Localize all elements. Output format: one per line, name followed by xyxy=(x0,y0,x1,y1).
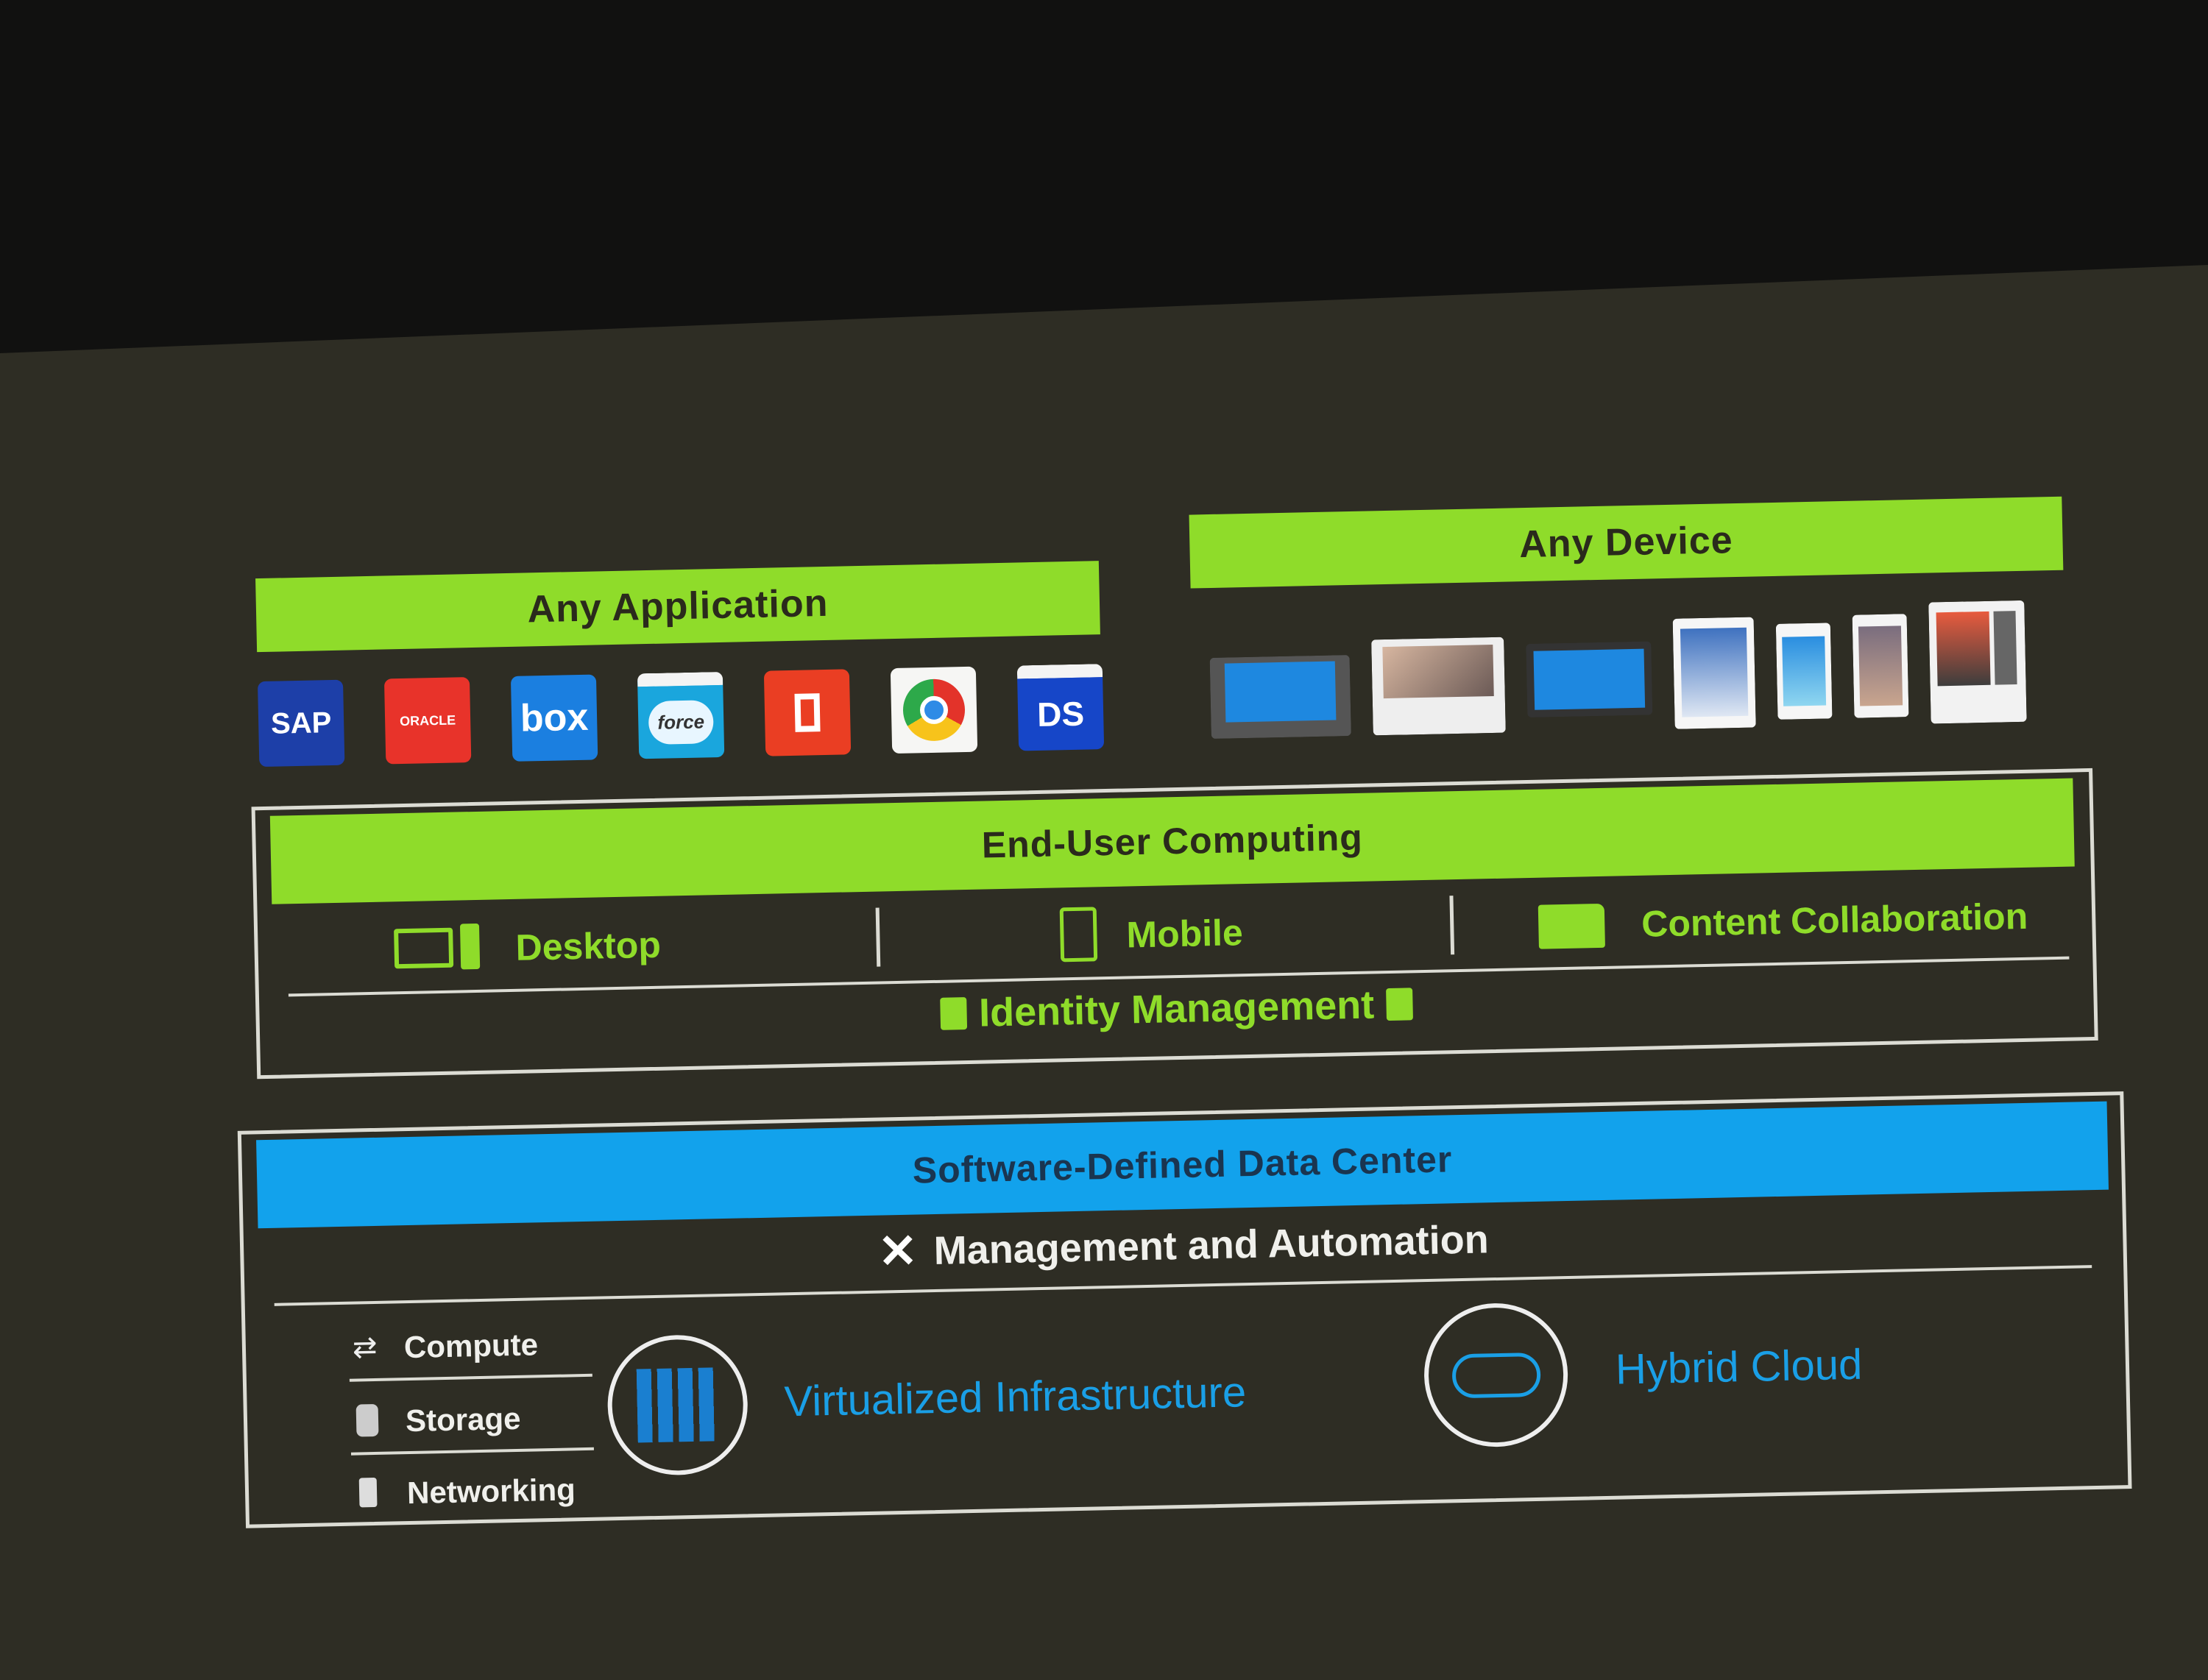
windows-tablet-icon xyxy=(1526,641,1653,717)
any-device-header: Any Device xyxy=(1189,496,2064,589)
end-user-computing-header: End-User Computing xyxy=(269,778,2075,904)
mobile-icon xyxy=(1059,907,1098,963)
chrome-icon xyxy=(890,666,978,754)
box-icon: box xyxy=(510,674,598,762)
divider xyxy=(350,1447,594,1456)
ipad-icon xyxy=(1672,617,1756,729)
storage-icon xyxy=(355,1403,379,1437)
desktop-phone-icon xyxy=(459,923,481,970)
virtualized-infrastructure-label: Virtualized Infrastructure xyxy=(783,1368,1247,1426)
salesforce-icon: force xyxy=(637,671,725,759)
folder-icon xyxy=(1538,903,1605,949)
cloud-icon xyxy=(1451,1352,1541,1398)
office-icon xyxy=(763,669,852,756)
divider xyxy=(875,907,881,967)
mobile-label: Mobile xyxy=(1125,912,1244,956)
management-automation-label: Management and Automation xyxy=(933,1216,1490,1273)
networking-label: Networking xyxy=(406,1472,576,1511)
ds-icon: DS xyxy=(1016,664,1105,751)
storage-label: Storage xyxy=(405,1400,521,1439)
identity-management-row: Identity Management xyxy=(259,967,2094,1051)
desktop-icon xyxy=(394,927,454,969)
sap-icon: SAP xyxy=(257,679,345,768)
device-icons xyxy=(1209,600,2048,739)
desktop-label: Desktop xyxy=(515,924,662,968)
compute-label: Compute xyxy=(403,1327,539,1365)
content-collaboration-label: Content Collaboration xyxy=(1641,895,2028,945)
office-logo-icon xyxy=(794,693,821,732)
lock-icon xyxy=(940,997,968,1030)
networking-icon xyxy=(358,1477,378,1508)
salesforce-cloud-icon: force xyxy=(648,699,714,745)
software-defined-data-center-panel: Software-Defined Data Center ✕ Managemen… xyxy=(237,1091,2132,1528)
server-rack-icon xyxy=(636,1367,719,1443)
tools-icon: ✕ xyxy=(877,1224,919,1278)
divider xyxy=(349,1373,592,1382)
oracle-icon: ORACLE xyxy=(383,677,472,765)
cloud-circle xyxy=(1423,1302,1570,1449)
server-rack-circle xyxy=(606,1333,749,1477)
macbook-icon xyxy=(1371,637,1506,736)
end-user-computing-panel: End-User Computing Desktop Mobile Conten… xyxy=(251,768,2098,1080)
iphone-icon xyxy=(1852,614,1909,718)
kiosk-icon xyxy=(1928,600,2027,724)
divider xyxy=(1449,896,1455,955)
any-application-header: Any Application xyxy=(255,561,1100,653)
identity-management-label: Identity Management xyxy=(978,982,1375,1035)
chrome-logo-icon xyxy=(902,678,966,742)
android-phone-icon xyxy=(1775,623,1833,720)
app-icons: SAP ORACLE box force DS xyxy=(257,663,1145,768)
windows-laptop-icon xyxy=(1209,655,1351,739)
compute-icon: ⇄ xyxy=(352,1330,378,1364)
hybrid-cloud-label: Hybrid Cloud xyxy=(1615,1340,1863,1394)
lock-icon xyxy=(1385,988,1413,1021)
